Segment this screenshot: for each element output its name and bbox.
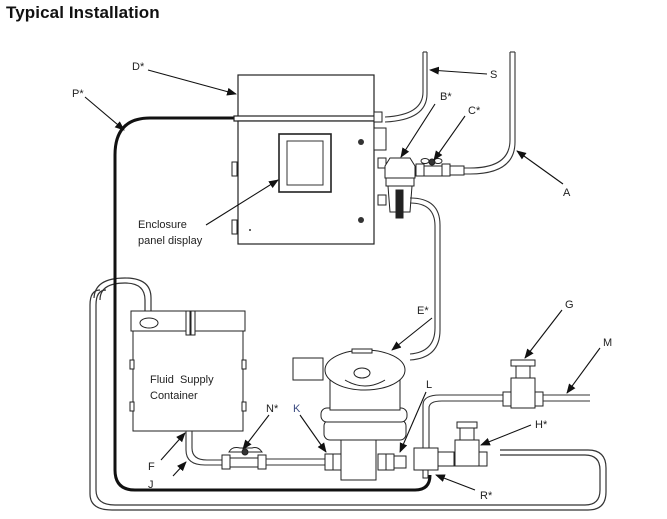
fluid-supply-container	[129, 310, 247, 432]
leader-c	[433, 115, 466, 161]
label-h: H*	[535, 419, 548, 431]
leader-enclosure	[205, 179, 279, 226]
label-f: F	[148, 461, 155, 473]
label-d: D*	[132, 61, 145, 73]
container-vent-tube	[93, 277, 152, 322]
enclosure-panel-display	[278, 133, 332, 193]
tube-s	[384, 51, 428, 123]
leader-a	[516, 150, 564, 185]
leader-lines	[84, 66, 601, 491]
label-s: S	[490, 69, 497, 81]
valve-n	[221, 447, 267, 470]
cable-p	[113, 116, 432, 492]
supply-tube-j	[185, 431, 222, 466]
outer-return-tubing	[89, 289, 607, 511]
tee-to-m-tube	[422, 394, 503, 448]
label-p: P*	[72, 88, 84, 100]
valve-h	[454, 421, 488, 467]
valve-c	[415, 158, 465, 177]
label-j: J	[148, 479, 154, 491]
label-e: E*	[417, 305, 429, 317]
leader-n	[242, 414, 270, 450]
page-title: Typical Installation	[6, 3, 160, 22]
air-filter	[377, 157, 416, 219]
container-label-line2: Container	[150, 390, 198, 402]
label-k: K	[293, 403, 301, 415]
leader-s	[429, 66, 488, 75]
leader-f	[160, 432, 186, 461]
pump-e	[292, 348, 408, 481]
leader-e	[391, 317, 433, 351]
label-m: M	[603, 337, 612, 349]
label-c: C*	[468, 105, 481, 117]
leader-r	[435, 474, 476, 491]
tee-r	[413, 447, 455, 479]
leader-h	[480, 424, 532, 446]
leader-p	[84, 96, 125, 131]
container-label-line1: Fluid Supply	[150, 374, 214, 386]
enclosure-label-line1: Enclosure	[138, 219, 187, 231]
line-n-to-k	[266, 458, 325, 466]
label-a: A	[563, 187, 571, 199]
leader-d	[147, 69, 237, 96]
leader-j	[172, 461, 187, 477]
label-g: G	[565, 299, 574, 311]
line-m	[543, 394, 590, 402]
leader-g	[524, 309, 563, 359]
filter-to-pump-tube	[409, 197, 441, 361]
enclosure-label-line2: panel display	[138, 235, 203, 247]
leader-m	[566, 347, 601, 394]
label-r: R*	[480, 490, 493, 502]
valve-g	[502, 359, 544, 409]
leader-l	[399, 391, 427, 453]
leader-b	[400, 103, 436, 158]
leader-k	[299, 414, 327, 453]
label-n: N*	[266, 403, 279, 415]
tube-a	[462, 51, 516, 175]
label-l: L	[426, 379, 432, 391]
label-b: B*	[440, 91, 452, 103]
